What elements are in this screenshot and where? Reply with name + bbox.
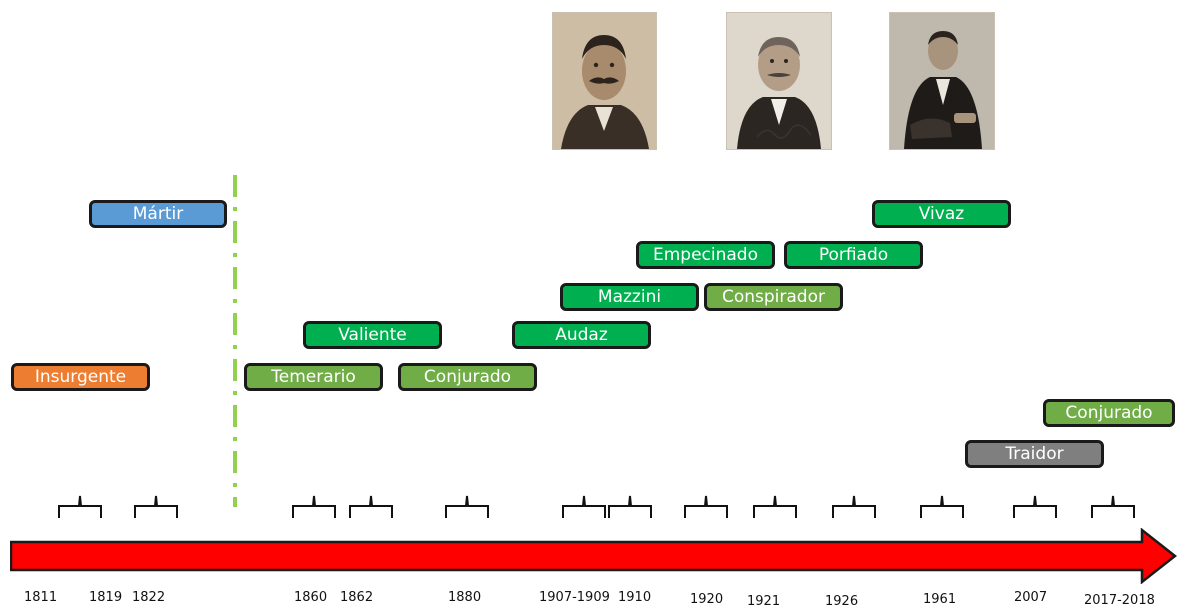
brace-1862	[349, 495, 393, 518]
brace-2007	[1013, 495, 1057, 518]
dashed-divider-line	[233, 175, 237, 507]
year-1961: 1961	[923, 592, 957, 607]
label-conjurado-1: Conjurado	[398, 363, 537, 391]
brace-1920	[684, 495, 728, 518]
label-conspirador: Conspirador	[704, 283, 843, 311]
label-traidor: Traidor	[965, 440, 1104, 468]
label-conjurado-2: Conjurado	[1043, 399, 1175, 427]
year-1862: 1862	[340, 590, 374, 605]
year-1819: 1819	[89, 590, 123, 605]
brace-1926	[832, 495, 876, 518]
label-mazzini: Mazzini	[560, 283, 699, 311]
label-temerario: Temerario	[244, 363, 383, 391]
label-insurgente: Insurgente	[11, 363, 150, 391]
brace-1961	[920, 495, 964, 518]
brace-1880	[445, 495, 489, 518]
portrait-mustached-man-image	[552, 12, 657, 150]
year-2017-2018: 2017-2018	[1084, 593, 1155, 608]
year-1811: 1811	[24, 590, 58, 605]
year-1860: 1860	[294, 590, 328, 605]
brace-1860	[292, 495, 336, 518]
timeline-arrow	[10, 528, 1178, 584]
label-martir: Mártir	[89, 200, 227, 228]
year-1920: 1920	[690, 592, 724, 607]
brace-1907-1909	[562, 495, 606, 518]
label-empecinado: Empecinado	[636, 241, 775, 269]
label-valiente: Valiente	[303, 321, 442, 349]
year-2007: 2007	[1014, 590, 1048, 605]
year-1910: 1910	[618, 590, 652, 605]
label-audaz: Audaz	[512, 321, 651, 349]
year-1921: 1921	[747, 594, 781, 609]
portrait-man-with-signature-image	[726, 12, 832, 150]
label-porfiado: Porfiado	[784, 241, 923, 269]
label-vivaz: Vivaz	[872, 200, 1011, 228]
brace-2017-2018	[1091, 495, 1135, 518]
brace-1811	[58, 495, 102, 518]
year-1880: 1880	[448, 590, 482, 605]
brace-1921	[753, 495, 797, 518]
year-1822: 1822	[132, 590, 166, 605]
year-1926: 1926	[825, 594, 859, 609]
brace-1819-1822	[134, 495, 178, 518]
year-1907-1909: 1907-1909	[539, 590, 610, 605]
brace-1910	[608, 495, 652, 518]
portrait-seated-man-image	[889, 12, 995, 150]
